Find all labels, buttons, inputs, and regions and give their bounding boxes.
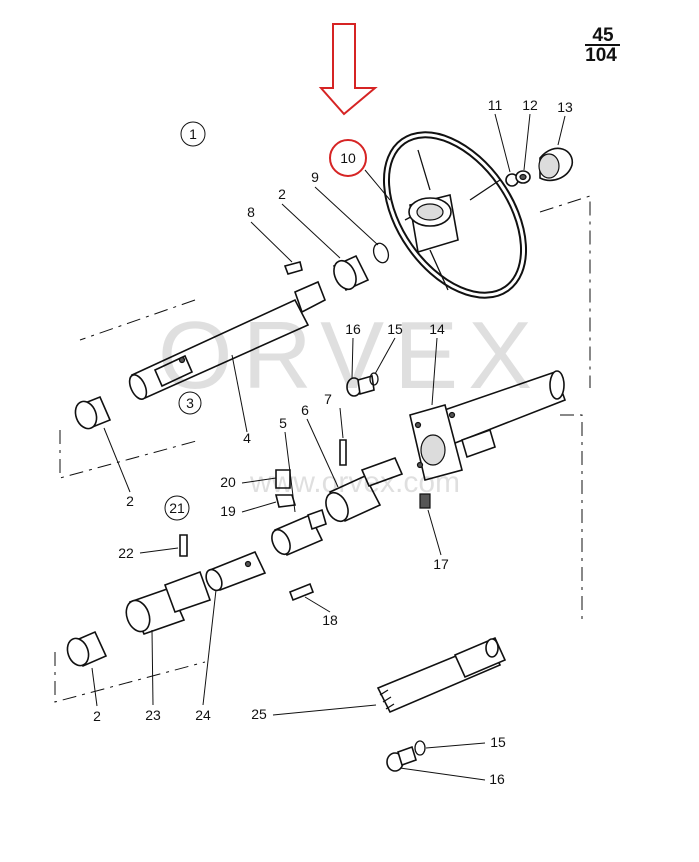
- callout-8: 8: [247, 204, 255, 220]
- bushing-2-lower: [66, 630, 108, 668]
- callout-20: 20: [220, 474, 236, 490]
- upper-shaft-4: [128, 280, 327, 400]
- leader-line: [306, 418, 339, 488]
- callout-15-lower: 15: [490, 734, 506, 750]
- callout-2-lower: 2: [93, 708, 101, 724]
- callout-15-upper: 15: [387, 321, 403, 337]
- callout-17: 17: [433, 556, 449, 572]
- nut-19: [274, 494, 297, 508]
- watermark-logo: ORVEX: [158, 302, 542, 409]
- universal-joint-6: [325, 456, 404, 523]
- leader-line: [523, 113, 531, 171]
- callout-16-lower: 16: [489, 771, 505, 787]
- bolt-16-lower: [386, 745, 417, 772]
- washer-15-upper: [369, 372, 379, 386]
- leader-line: [431, 337, 438, 406]
- callout-12: 12: [522, 97, 538, 113]
- callout-10: 10: [340, 150, 356, 166]
- callout-19: 19: [220, 503, 236, 519]
- leader-line: [272, 704, 377, 716]
- washer-15-lower: [414, 740, 426, 756]
- leader-line: [139, 547, 179, 554]
- cap-13: [538, 147, 573, 182]
- leader-line: [202, 589, 217, 706]
- leader-line: [241, 501, 277, 513]
- group-circle-1: [180, 121, 206, 147]
- callout-4: 4: [243, 430, 251, 446]
- bolt-20: [275, 469, 291, 489]
- callout-25: 25: [251, 706, 267, 722]
- page-number-bottom: 104: [585, 45, 617, 66]
- callout-24: 24: [195, 707, 211, 723]
- leader-line: [241, 477, 277, 484]
- callout-11: 11: [488, 97, 503, 113]
- page-number-top: 45: [592, 25, 614, 46]
- highlight-circle: [329, 139, 367, 177]
- callout-23: 23: [145, 707, 161, 723]
- callout-16-upper: 16: [345, 321, 361, 337]
- leader-line: [351, 337, 354, 379]
- pin-7: [339, 439, 347, 466]
- callout-6: 6: [301, 402, 309, 418]
- watermark-url: www.orvex.com: [249, 466, 460, 499]
- group-label-3: 3: [186, 395, 194, 411]
- leader-line: [494, 113, 511, 173]
- leader-line: [281, 203, 341, 259]
- key-18: [288, 582, 315, 602]
- callout-9: 9: [311, 169, 319, 185]
- steering-wheel: [382, 131, 528, 299]
- group-label-1: 1: [189, 126, 197, 142]
- leader-line: [250, 221, 293, 263]
- callout-7: 7: [324, 391, 332, 407]
- group-label-21: 21: [169, 500, 185, 516]
- leader-line: [284, 431, 296, 513]
- leader-line: [364, 169, 391, 201]
- yoke-5: [271, 508, 327, 557]
- leader-line: [557, 115, 566, 146]
- indicator-arrow: [318, 23, 378, 116]
- key-8: [283, 261, 303, 275]
- callout-18: 18: [322, 612, 338, 628]
- universal-joint-23: [125, 570, 212, 636]
- callout-22: 22: [118, 545, 134, 561]
- column-tube-14: [409, 370, 567, 481]
- assembly-lines: [54, 195, 591, 703]
- leader-line: [103, 427, 131, 493]
- leader-line: [304, 596, 331, 613]
- leader-lines: [91, 113, 566, 781]
- leader-line: [91, 667, 98, 707]
- pin-22: [179, 534, 188, 557]
- callout-2-left: 2: [126, 493, 134, 509]
- grub-screw-17: [419, 493, 431, 509]
- leader-line: [151, 629, 154, 706]
- leader-line: [231, 354, 248, 433]
- circlip-9: [372, 242, 390, 264]
- leader-line: [314, 186, 379, 246]
- leader-line: [425, 742, 486, 749]
- group-circle-3: [178, 391, 202, 415]
- washer-12: [515, 170, 531, 184]
- callout-5: 5: [279, 415, 287, 431]
- callout-13: 13: [557, 99, 573, 115]
- lower-shaft-25: [376, 636, 507, 714]
- callout-14: 14: [429, 321, 445, 337]
- leader-line: [339, 407, 344, 439]
- bushing-2-upper: [332, 254, 370, 292]
- callout-labels: 2 8 9 11 12 13 16 15 14 4 2 7 6 5 20 19 …: [93, 97, 573, 787]
- callout-2-upper: 2: [278, 186, 286, 202]
- bushing-2-left: [74, 395, 112, 430]
- leader-line: [399, 767, 486, 781]
- group-circle-21: [164, 495, 190, 521]
- leader-line: [427, 509, 442, 556]
- leader-line: [374, 337, 396, 375]
- shaft-24: [205, 550, 267, 592]
